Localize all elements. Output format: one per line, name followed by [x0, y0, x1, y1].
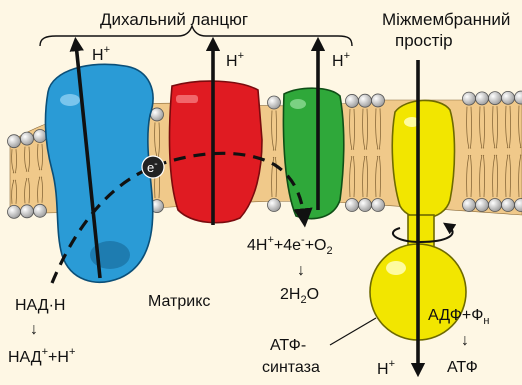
lipid-head: [8, 135, 21, 148]
atp-synthase-pointer: [330, 318, 376, 345]
lipid-head: [359, 199, 372, 212]
nadh-label: НАД·Н: [15, 297, 65, 314]
lipid-head: [502, 199, 515, 212]
lipid-head: [372, 199, 385, 212]
lipid-head: [21, 205, 34, 218]
complex-three-highlight: [176, 95, 198, 103]
proton-label-1: H+: [92, 44, 110, 64]
proton-label-4: H+: [377, 358, 395, 378]
complex-one-highlight: [60, 94, 80, 106]
lipid-head: [8, 205, 21, 218]
chain-title: Дихальний ланцюг: [100, 10, 248, 29]
lipid-head: [463, 92, 476, 105]
lipid-head: [372, 94, 385, 107]
lipid-head: [268, 199, 281, 212]
complex-four-highlight: [290, 99, 306, 109]
lipid-head: [359, 94, 372, 107]
lipid-head: [346, 94, 359, 107]
reaction-arrow: ↓: [297, 262, 305, 279]
atp-synthase-fo: [392, 100, 454, 218]
lipid-head: [476, 199, 489, 212]
proton-label-2: H+: [226, 50, 244, 70]
space-title-line2: простір: [395, 31, 453, 50]
atp-label: АТФ: [447, 359, 478, 376]
nad-plus-label: НАД++H+: [8, 346, 75, 366]
lipid-head: [346, 199, 359, 212]
lipid-head: [21, 132, 34, 145]
matrix-label: Матрикс: [148, 293, 210, 310]
space-title-line1: Міжмембранний: [382, 10, 510, 29]
atp-synthase-label-line1: АТФ-: [270, 337, 306, 354]
lipid-head: [151, 108, 164, 121]
proton-label-3: H+: [332, 50, 350, 70]
nadh-arrow: ↓: [30, 321, 38, 338]
chain-bracket: [40, 26, 352, 46]
oxygen-reaction: 4H++4e-+O2: [247, 234, 333, 257]
lipid-head: [463, 199, 476, 212]
complex-four: [283, 88, 343, 218]
atp-arrow: ↓: [461, 332, 469, 349]
lipid-head: [268, 96, 281, 109]
lipid-head: [34, 204, 47, 217]
lipid-head: [489, 199, 502, 212]
lipid-head: [476, 92, 489, 105]
atp-synthase-f1-highlight: [386, 261, 406, 275]
lipid-head: [502, 91, 515, 104]
lipid-head: [34, 130, 47, 143]
atp-synthase-label-line2: синтаза: [262, 359, 320, 376]
water-product: 2H2O: [280, 286, 319, 306]
lipid-head: [489, 92, 502, 105]
